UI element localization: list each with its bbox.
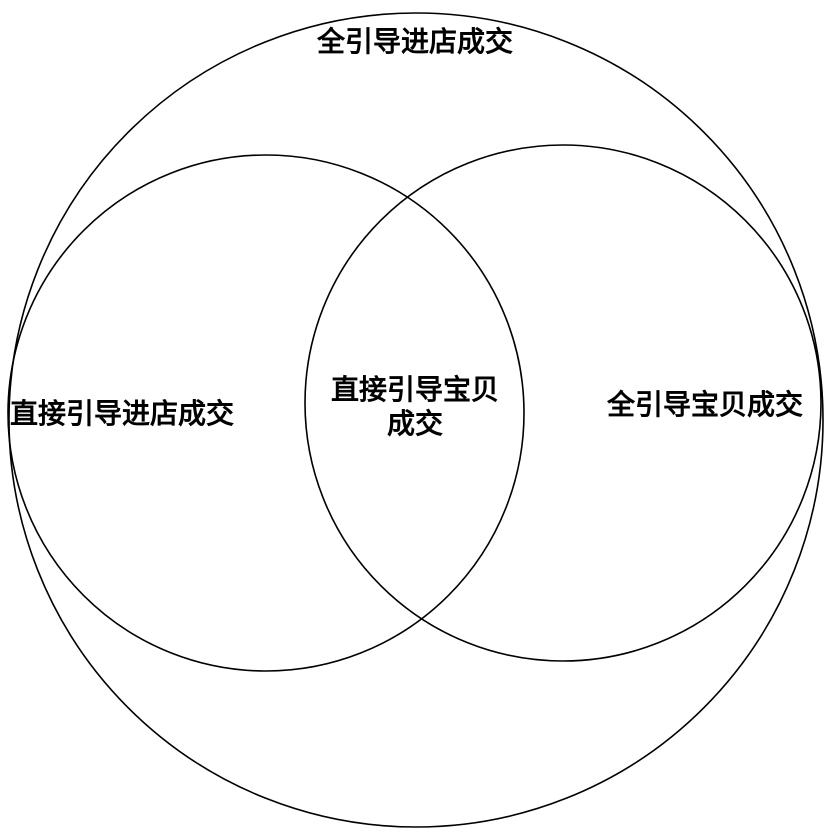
right-circle	[304, 144, 822, 662]
left-circle-label: 直接引导进店成交	[10, 397, 235, 430]
intersection-label-line2: 成交	[386, 407, 443, 440]
outer-circle	[8, 12, 824, 828]
left-circle	[7, 154, 525, 672]
intersection-label-line1: 直接引导宝贝	[330, 373, 499, 406]
right-circle-label: 全引导宝贝成交	[606, 388, 803, 421]
outer-circle-label: 全引导进店成交	[316, 25, 513, 58]
intersection-label: 直接引导宝贝 成交	[305, 373, 525, 441]
